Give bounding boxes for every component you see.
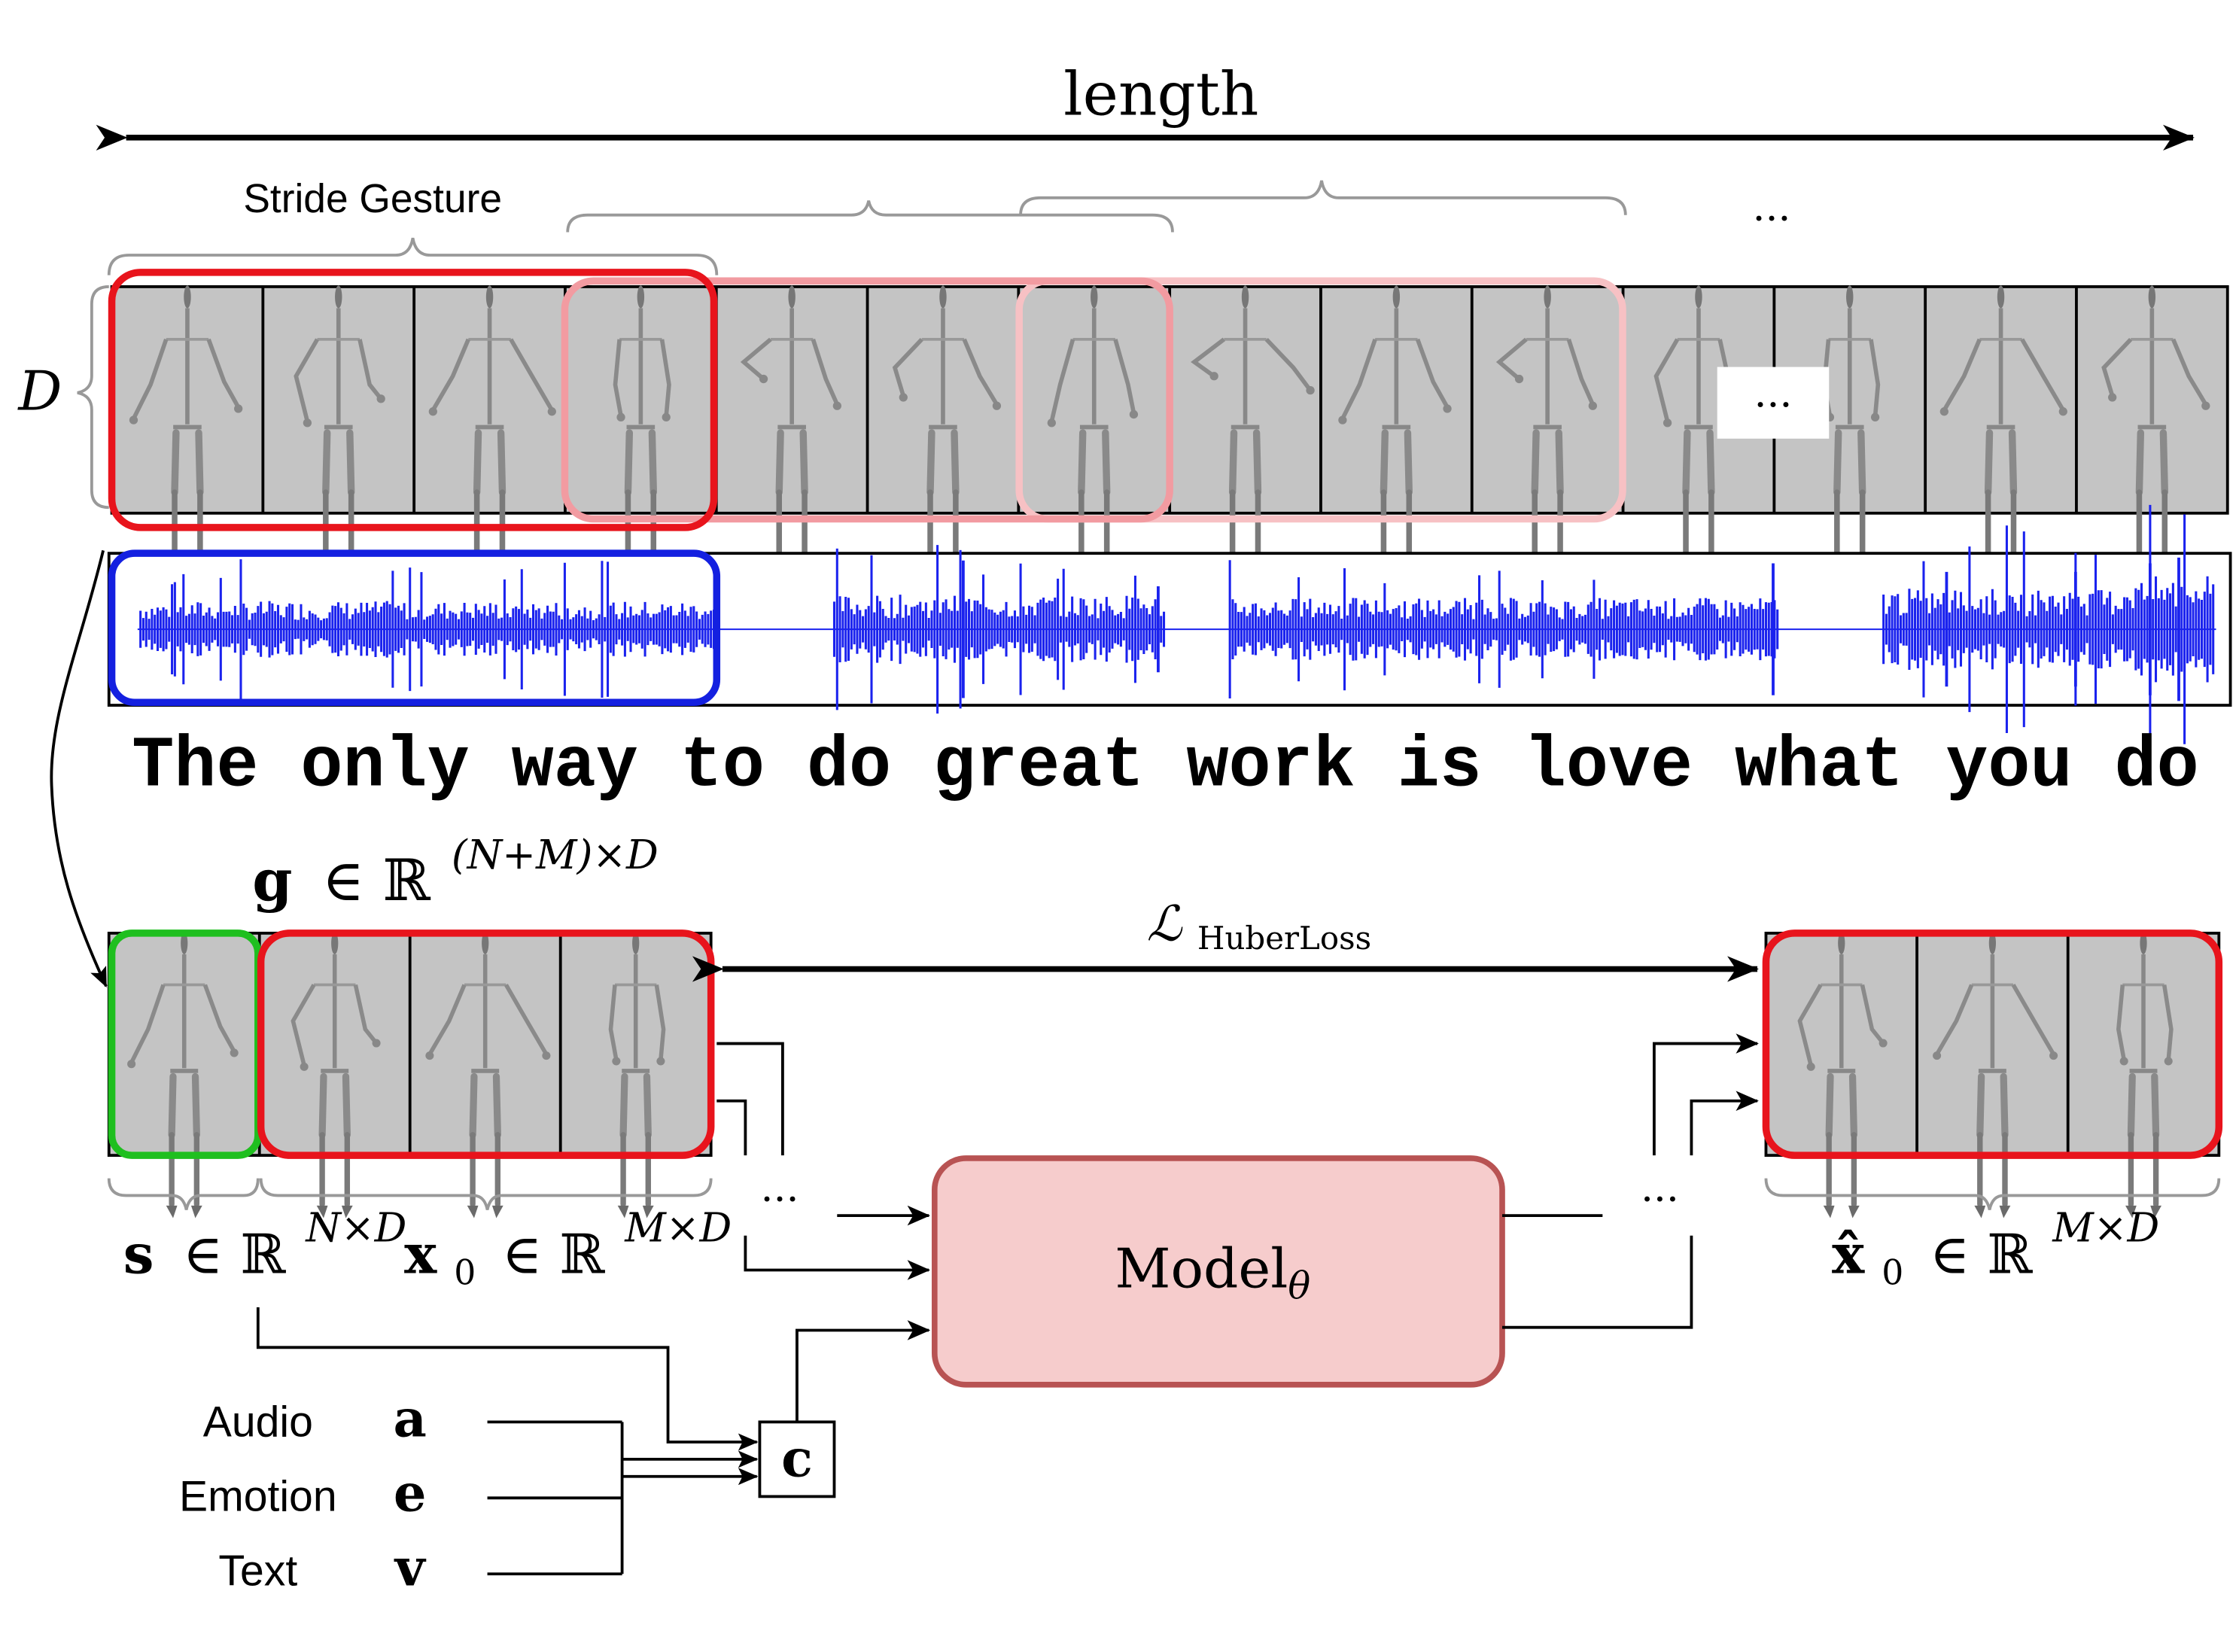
length-label: length — [1063, 59, 1258, 129]
audio-waveform — [139, 504, 2215, 754]
output-frame — [1915, 932, 2058, 1218]
x0-label: x 0 ∈ ℝ M×D — [404, 1204, 732, 1298]
strip-frame — [261, 285, 385, 577]
model-input-lines — [716, 1042, 931, 1422]
strip-frame — [2075, 285, 2210, 577]
dimension-brace — [77, 285, 109, 510]
input-ellipsis: ··· — [761, 1176, 799, 1222]
input-frame-strip — [107, 932, 713, 1218]
model-box — [931, 1155, 1505, 1388]
strip-frame — [1470, 285, 1597, 577]
dimension-label: D — [17, 361, 62, 424]
stride-gesture-label: Stride Gesture — [243, 177, 502, 221]
strip-frame — [1319, 285, 1452, 577]
strip-frame — [412, 285, 556, 577]
strip-ellipsis-box — [1717, 367, 1830, 439]
loss-label: ℒ HuberLoss — [1147, 896, 1371, 956]
strip-frame — [865, 285, 1002, 577]
xhat-window — [1762, 929, 2223, 1159]
output-brace — [1764, 1178, 2221, 1210]
input-symbol-e: e — [394, 1463, 427, 1523]
audio-window — [108, 549, 721, 707]
transcript-text: The only way to do great work is love wh… — [132, 726, 2198, 808]
input-frame — [558, 932, 665, 1218]
input-braces — [107, 1178, 713, 1210]
g-label: g ∈ ℝ (N+M)×D — [252, 832, 659, 914]
model-label: Modelθ — [1115, 1237, 1310, 1307]
seed-arrow — [50, 549, 108, 988]
s-label: s ∈ ℝ N×D — [123, 1204, 407, 1286]
output-frame-strip — [1764, 932, 2221, 1218]
window-2 — [561, 277, 1173, 523]
x0-window — [257, 929, 715, 1159]
input-symbol-a: a — [394, 1389, 427, 1449]
condition-lines — [256, 1307, 759, 1576]
top-ellipsis: ··· — [1753, 196, 1791, 242]
model-output-lines — [1502, 1033, 1759, 1329]
input-symbol-v: v — [394, 1538, 427, 1598]
xhat-label: x̂ 0 ∈ ℝ M×D — [1832, 1204, 2159, 1298]
strip-frame — [1924, 285, 2067, 577]
input-label-text: Text — [218, 1547, 297, 1595]
input-frame — [408, 932, 551, 1218]
strip-ellipsis: ··· — [1754, 382, 1793, 428]
output-ellipsis: ··· — [1641, 1176, 1679, 1222]
window-3 — [1015, 277, 1626, 523]
stride-braces — [107, 180, 1627, 275]
input-label-emotion: Emotion — [179, 1472, 337, 1520]
window-1 — [108, 269, 718, 531]
condition-box — [758, 1420, 836, 1498]
input-label-audio: Audio — [203, 1398, 313, 1446]
output-frame — [2066, 932, 2173, 1218]
condition-label: c — [781, 1429, 813, 1489]
